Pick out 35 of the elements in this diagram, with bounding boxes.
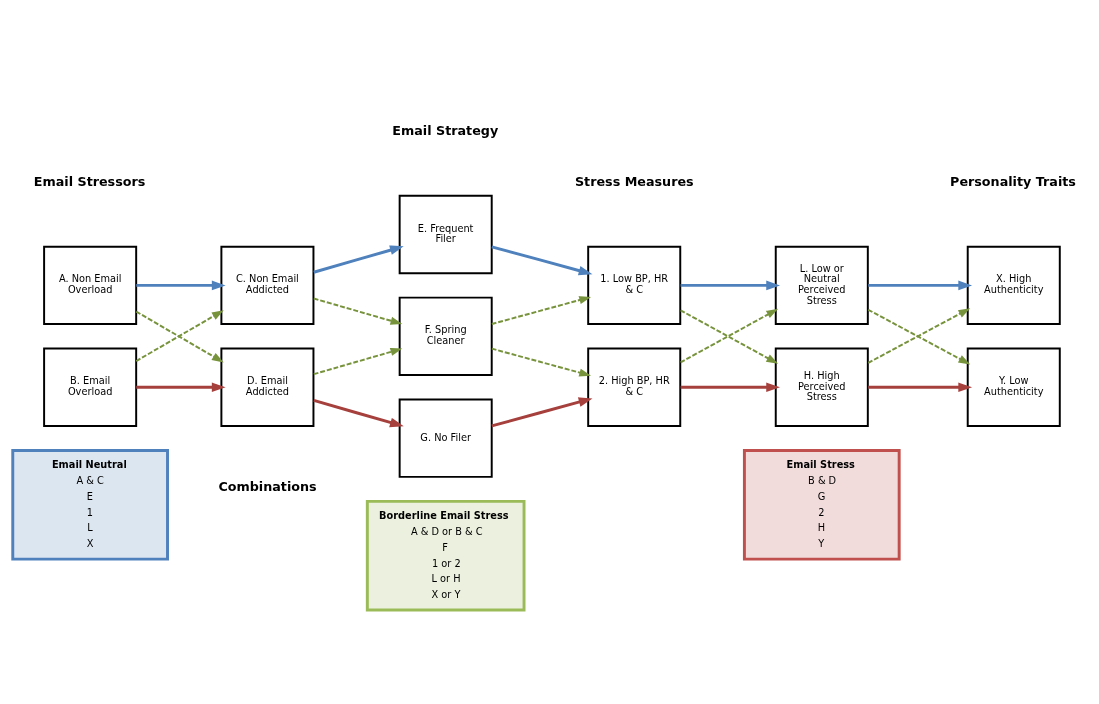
arrow — [491, 245, 593, 276]
node-box: L. Low or Neutral Perceived Stress — [774, 245, 869, 326]
arrow — [313, 398, 404, 428]
node-box: B. Email Overload — [43, 347, 138, 427]
node-box: G. No Filer — [398, 398, 493, 478]
arrow — [680, 382, 780, 393]
label: Email Stressors — [33, 173, 146, 189]
arrow — [312, 297, 403, 325]
arrow — [136, 280, 226, 291]
label: Personality Traits — [950, 173, 1076, 189]
arrow — [136, 382, 226, 393]
label: Email Strategy — [392, 122, 499, 138]
arrow — [491, 397, 593, 428]
node-box: C. Non Email Addicted — [220, 245, 315, 326]
label: Stress Measures — [574, 173, 694, 189]
arrow — [312, 347, 403, 376]
node-box: E. Frequent Filer — [398, 194, 493, 275]
node-box: A. Non Email Overload — [43, 245, 138, 326]
node-box: 1. Low BP, HR & C — [587, 245, 682, 326]
arrow — [490, 347, 592, 377]
node-box: D. Email Addicted — [220, 347, 315, 427]
arrow — [680, 280, 780, 291]
node-box: X. High Authenticity — [966, 245, 1061, 326]
node-box: 2. High BP, HR & C — [587, 347, 682, 427]
node-box: Y. Low Authenticity — [966, 347, 1061, 427]
node-box: Email Neutral A & C E 1 L X — [11, 448, 169, 561]
arrow — [868, 382, 973, 393]
arrow — [490, 296, 592, 325]
arrow — [313, 245, 404, 274]
arrow — [868, 280, 973, 291]
node-box: Borderline Email Stress A & D or B & C F 1 or 2 L or H X or Y — [365, 499, 526, 612]
node-box: F. Spring Cleaner — [398, 296, 493, 376]
node-box: H. High Perceived Stress — [774, 347, 869, 427]
node-box: Email Stress B & D G 2 H Y — [742, 448, 901, 561]
label: Combinations — [218, 479, 317, 495]
